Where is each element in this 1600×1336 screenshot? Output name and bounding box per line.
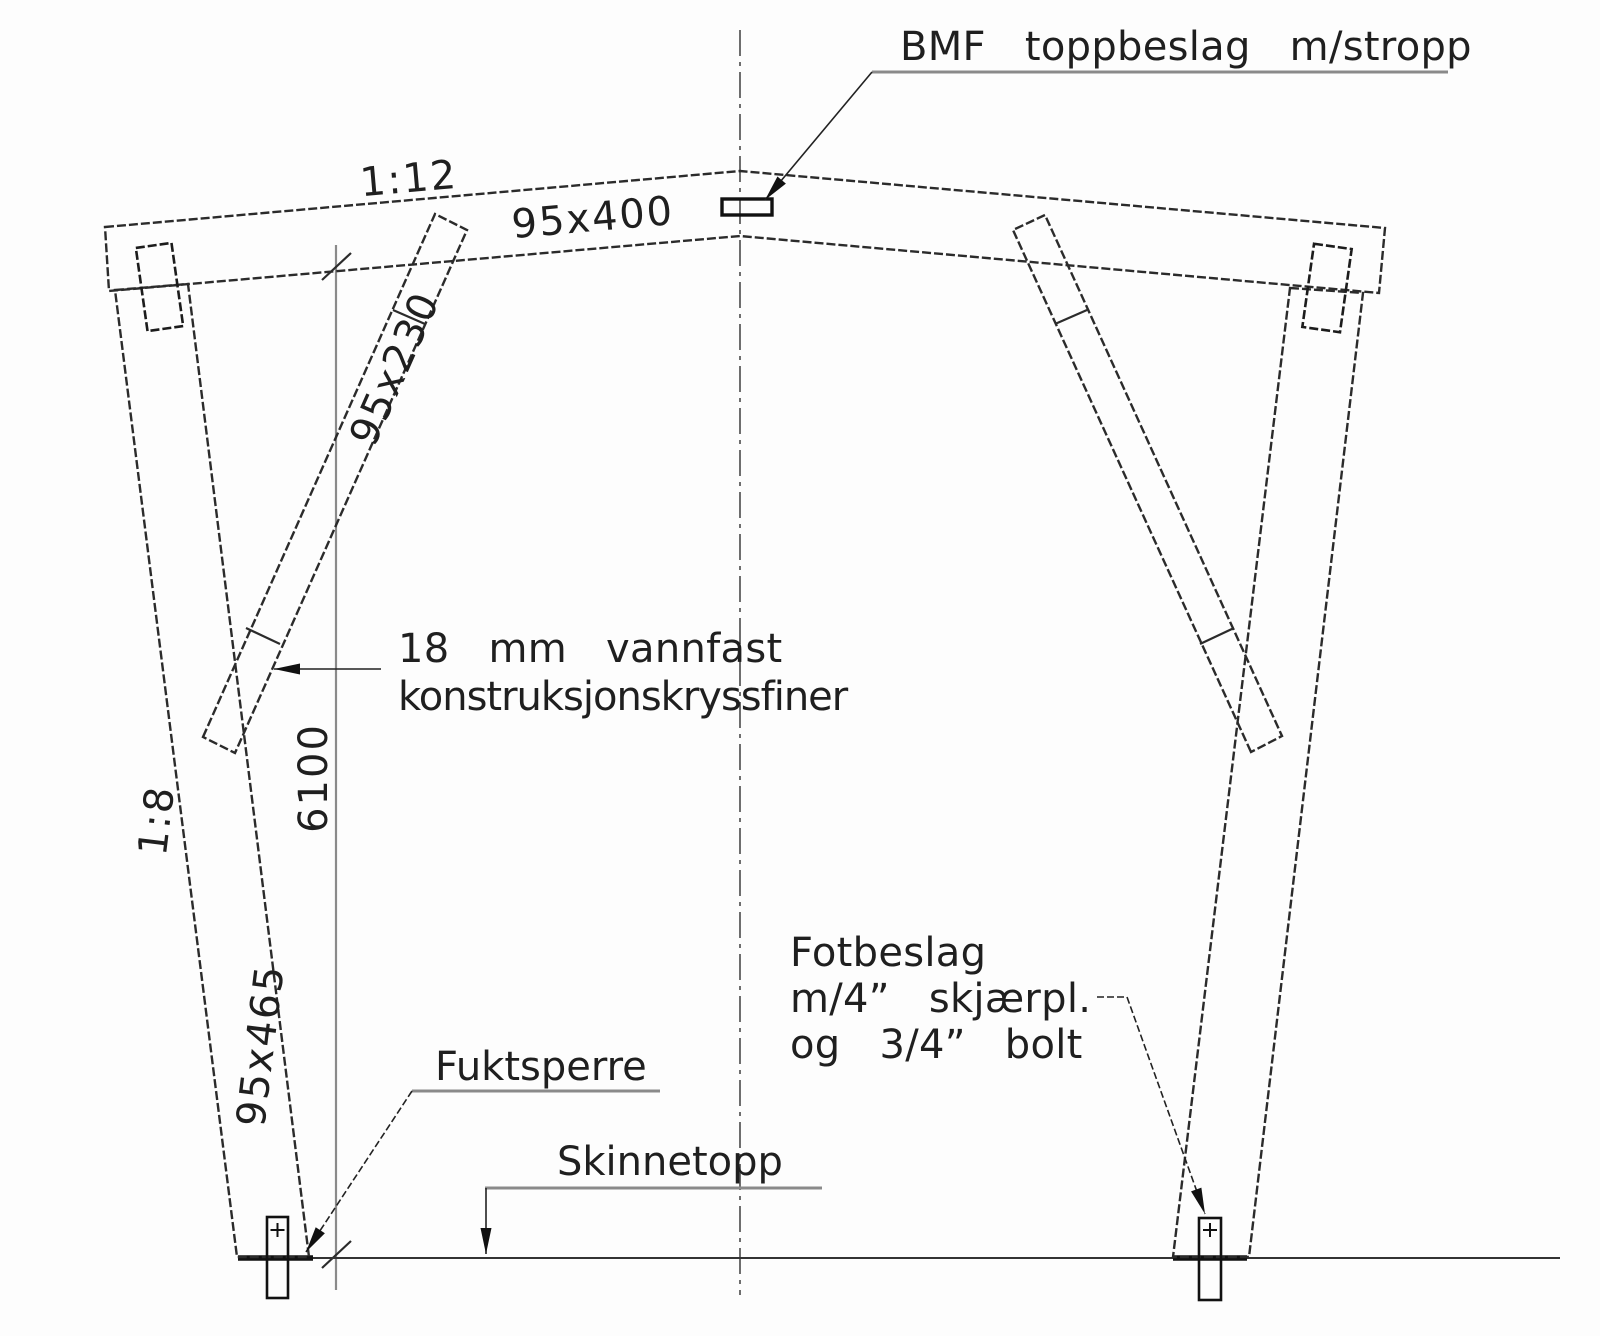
right-column-top-plate <box>1300 242 1354 334</box>
moisture-barrier-label: Fuktsperre <box>435 1044 647 1090</box>
ridge-top-plate <box>720 197 774 217</box>
left-brace-lower-joint-line <box>245 627 281 645</box>
ridge-plate-label: BMF toppbeslag m/stropp <box>900 24 1472 70</box>
left-column-outline <box>113 282 311 1259</box>
beam-size-label: 95x400 <box>510 188 676 248</box>
right-brace-lower-joint-line <box>1199 627 1235 645</box>
roof-slope-label: 1:12 <box>358 152 459 206</box>
rail-top-label: Skinnetopp <box>557 1139 783 1185</box>
height-dimension-label: 6100 <box>291 723 337 833</box>
roof-beam-outline <box>103 169 1387 295</box>
ridge-callout-leader-arrow <box>764 71 873 201</box>
left-column-top-plate <box>134 241 185 333</box>
right-foot-bolt <box>1197 1216 1223 1302</box>
foot-fitting-label-line2: m/4” skjærpl. <box>790 976 1091 1022</box>
right-brace-upper-joint-line <box>1054 308 1088 326</box>
right-column-outline <box>1171 286 1365 1259</box>
labels: BMF toppbeslag m/stropp 1:12 95x400 95x2… <box>130 24 1472 1185</box>
moisture-barrier-leader-arrow <box>305 1090 413 1253</box>
column-size-label: 95x465 <box>228 962 294 1129</box>
right-brace-outline <box>1011 213 1284 754</box>
left-foot-bolt <box>265 1215 290 1300</box>
foot-fitting-label-line3: og 3/4” bolt <box>790 1022 1083 1068</box>
foot-fitting-leader-arrow <box>1097 996 1206 1215</box>
plywood-note-line2: konstruksjonskryssfiner <box>398 674 849 720</box>
brace-size-label: 95x230 <box>341 285 449 453</box>
foot-fitting-label-line1: Fotbeslag <box>790 930 986 976</box>
callout-leaders <box>274 70 1448 1254</box>
column-slope-label: 1:8 <box>130 783 184 858</box>
dimension-tick-bottom <box>321 1240 352 1269</box>
structure <box>103 169 1387 1302</box>
plywood-note-line1: 18 mm vannfast <box>398 626 782 672</box>
dimension-tick-top <box>321 252 352 281</box>
left-brace-outline <box>201 212 469 755</box>
left-brace-upper-joint-line <box>392 308 426 326</box>
